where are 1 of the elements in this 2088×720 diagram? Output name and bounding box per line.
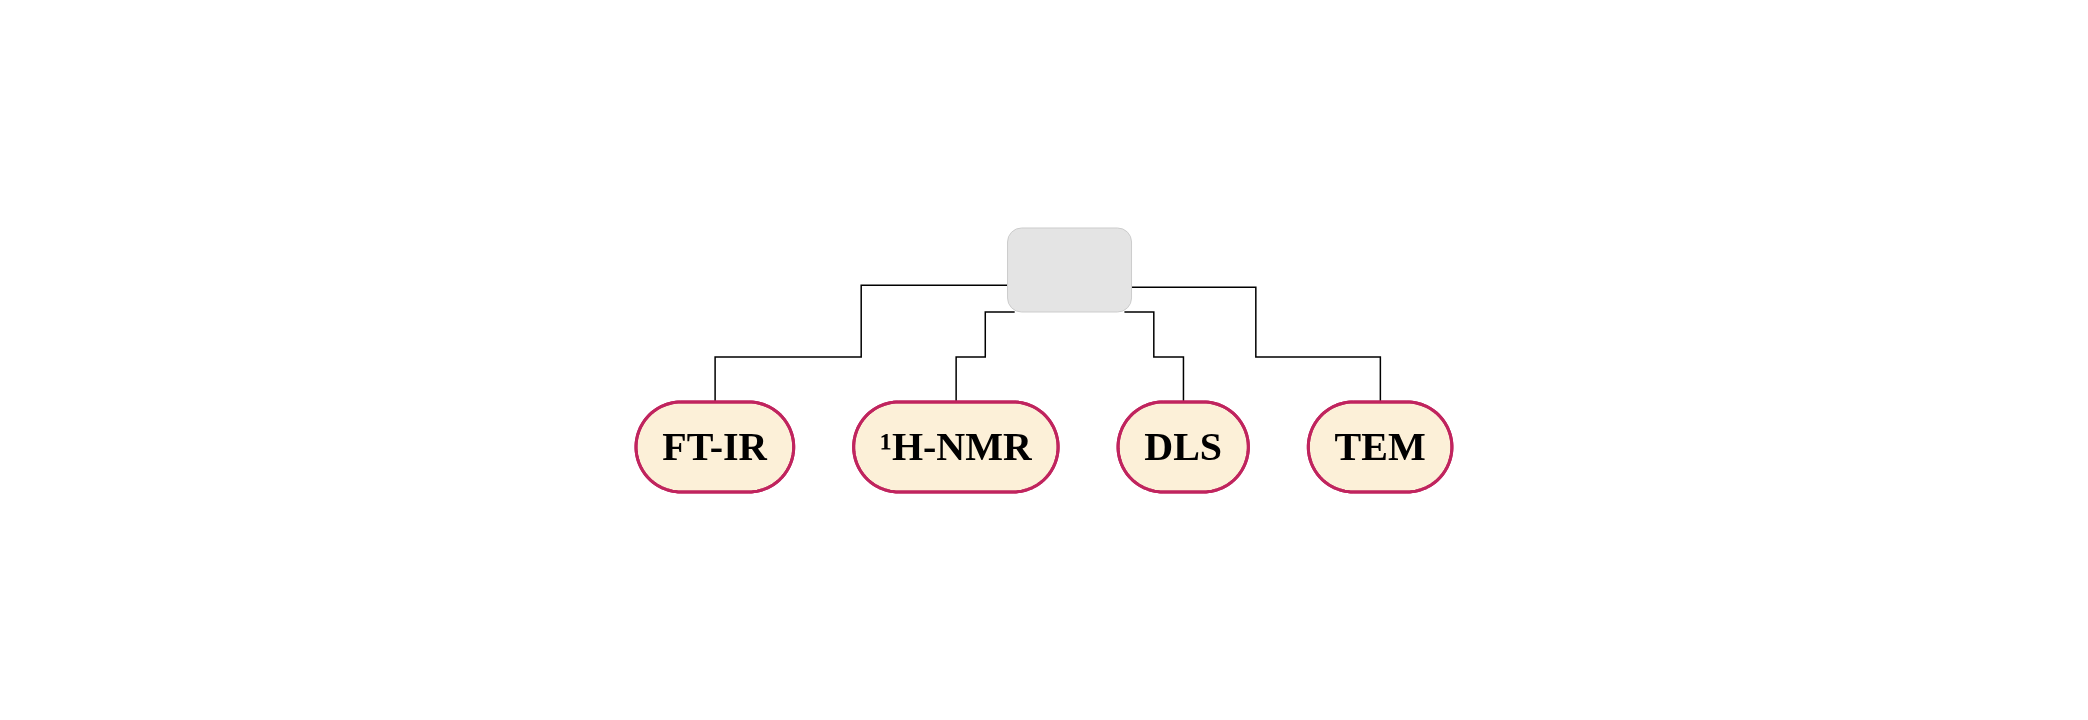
- node-box: [1007, 227, 1133, 313]
